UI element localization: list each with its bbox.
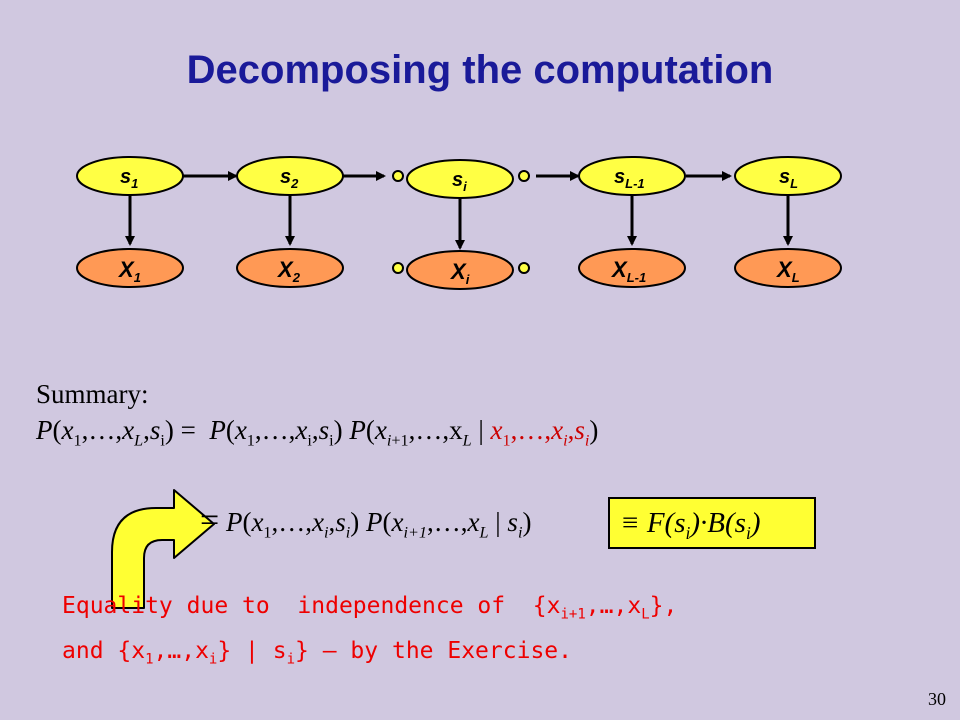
state-label-si: si (452, 169, 467, 194)
summary-equation: P(x1,…,xL,si) = P(x1,…,xi,si) P(xi+1,…,x… (36, 415, 599, 450)
note-line-2: and {x1,…,xi} | si} – by the Exercise. (62, 637, 572, 668)
state-label-s2: s2 (280, 166, 299, 191)
page-number: 30 (928, 689, 946, 709)
state-node-s2 (236, 156, 344, 196)
state-node-si (406, 159, 514, 199)
obs-node-xL (734, 248, 842, 288)
note-line-1: Equality due to independence of {xi+1,…,… (62, 593, 678, 623)
ellipsis-dot (518, 170, 530, 182)
independence-note: Equality due to independence of {xi+1,…,… (62, 588, 677, 677)
state-label-s1: s1 (120, 166, 138, 191)
obs-label-xi: Xi (449, 259, 470, 287)
obs-label-x2: X2 (276, 257, 301, 285)
forward-backward-box: ≡ F(si)·B(si) (608, 497, 816, 549)
obs-node-xL1 (578, 248, 686, 288)
state-node-sL (734, 156, 842, 196)
page-title: Decomposing the computation (186, 48, 774, 92)
obs-node-x1 (76, 248, 184, 288)
curved-arrow-icon (111, 489, 215, 609)
summary-block: Summary: P(x1,…,xL,si) = P(x1,…,xi,si) P… (36, 376, 598, 458)
obs-label-xL1: XL-1 (610, 257, 646, 285)
obs-label-xL: XL (775, 257, 800, 285)
ellipsis-dot (518, 262, 530, 274)
ellipsis-dot (392, 170, 404, 182)
obs-node-xi (406, 250, 514, 290)
state-label-sL: sL (779, 166, 798, 191)
ellipsis-dot (392, 262, 404, 274)
state-label-sL1: sL-1 (614, 166, 645, 191)
simplified-equation: = P(x1,…,xi,si) P(xi+1,…,xL | si) (200, 502, 532, 542)
summary-label: Summary: (36, 379, 149, 409)
obs-node-x2 (236, 248, 344, 288)
state-node-s1 (76, 156, 184, 196)
state-node-sL1 (578, 156, 686, 196)
obs-label-x1: X1 (117, 257, 141, 285)
